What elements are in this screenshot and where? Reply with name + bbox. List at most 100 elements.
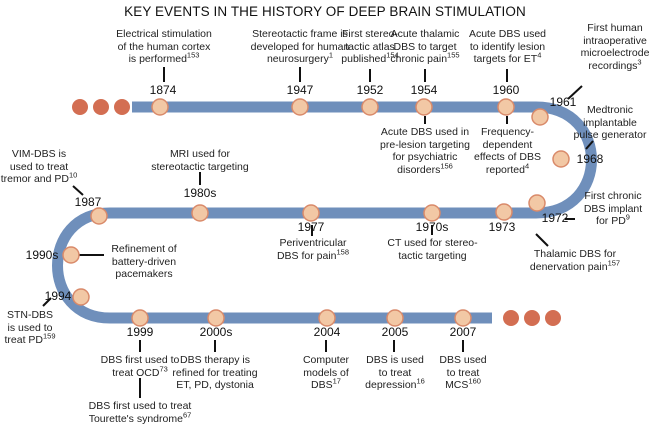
year-label: 1973 <box>488 220 516 234</box>
node-1980s <box>191 204 209 222</box>
event-text-line: CT used for stereo- <box>387 237 478 249</box>
event-text-line: intraoperative <box>583 34 647 47</box>
reference-superscript: 157 <box>607 258 621 267</box>
event-text-line: treat PD159 <box>4 331 56 346</box>
node-1994 <box>72 288 90 306</box>
reference-superscript: 17 <box>332 376 341 386</box>
year-label: 1980s <box>183 186 217 200</box>
reference-superscript: 16 <box>416 376 425 386</box>
ellipsis-dot <box>114 99 130 115</box>
node-1990s <box>62 246 80 264</box>
year-label: 1952 <box>356 83 384 97</box>
event-text-line: Acute thalamic <box>390 28 460 40</box>
event-text-line: models of <box>303 366 349 379</box>
event-text-line: developed for human <box>250 40 350 53</box>
reference-superscript: 3 <box>637 57 642 66</box>
event-text-line: neurosurgery1 <box>266 50 334 65</box>
node-1987 <box>90 207 108 225</box>
ellipsis-dot <box>545 310 561 326</box>
reference-superscript: 153 <box>186 50 200 60</box>
year-label: 1954 <box>410 83 438 97</box>
event-text-line: implantable <box>583 116 637 129</box>
reference-superscript: 1 <box>328 50 334 60</box>
event-text-line: MCS160 <box>445 376 481 391</box>
year-label: 1994 <box>44 289 72 303</box>
event-text-line: First human <box>587 22 643 34</box>
year-label: 1961 <box>549 95 577 109</box>
event-text-line: pre-lesion targeting <box>380 138 470 151</box>
event-text-line: effects of DBS <box>474 151 541 163</box>
event-text-line: stereotactic targeting <box>151 160 249 173</box>
event-text-line: is performed153 <box>128 50 200 65</box>
event-text-line: DBS for pain158 <box>276 247 350 262</box>
connector-1961 <box>567 85 583 100</box>
node-1968 <box>552 150 570 168</box>
event-text-line: Frequency- <box>480 126 535 138</box>
ellipsis-dot <box>72 99 88 115</box>
event-text-line: DBS therapy is <box>179 354 251 366</box>
event-text-line: Refinement of <box>111 243 177 255</box>
event-text-line: pulse generator <box>573 129 647 141</box>
event-text-line: reported4 <box>485 161 530 176</box>
ellipsis-dot <box>93 99 109 115</box>
event-text-line: to treat <box>446 366 480 379</box>
event-text-line: tactic targeting <box>398 249 467 262</box>
year-label: 1977 <box>297 220 325 234</box>
year-label: 1947 <box>286 83 314 97</box>
reference-superscript: 67 <box>182 410 192 419</box>
event-text-line: pacemakers <box>115 268 173 280</box>
reference-superscript: 158 <box>336 247 350 256</box>
timeline-track <box>52 101 597 324</box>
event-text-line: ET, PD, dystonia <box>176 379 254 391</box>
event-text-line: Electrical stimulation <box>116 28 212 40</box>
event-text-line: DBS first used to treat <box>88 400 192 412</box>
reference-superscript: 154 <box>386 50 399 60</box>
event-text-line: DBS implant <box>583 202 643 215</box>
event-text-line: dependent <box>482 138 533 151</box>
node-2000s <box>207 309 225 327</box>
year-label: 1968 <box>576 152 604 166</box>
year-label: 2007 <box>449 325 477 339</box>
event-text-line: is used to <box>7 321 53 334</box>
node-2007 <box>454 309 472 327</box>
reference-superscript: 4 <box>524 161 530 170</box>
reference-superscript: 10 <box>68 170 78 180</box>
event-text-line: published154 <box>341 50 399 65</box>
node-1972 <box>528 194 546 212</box>
reference-superscript: 73 <box>159 364 168 373</box>
year-label: 2005 <box>381 325 409 339</box>
event-text-line: Acute DBS used <box>468 28 547 40</box>
event-text-line: Medtronic <box>586 104 634 116</box>
reference-superscript: 159 <box>43 331 56 341</box>
reference-superscript: 155 <box>447 50 460 60</box>
event-text-line: Stereotactic frame is <box>252 28 348 40</box>
event-text-line: treat OCD73 <box>112 364 168 379</box>
event-text-line: battery-driven <box>111 255 177 268</box>
event-text-line: to treat <box>378 366 412 379</box>
reference-superscript: 156 <box>440 161 453 170</box>
node-1952 <box>361 98 379 116</box>
event-text-line: recordings3 <box>588 57 642 72</box>
event-text-line: Acute DBS used in <box>380 126 470 138</box>
node-1947 <box>291 98 309 116</box>
node-1874 <box>151 98 169 116</box>
event-text-line: Periventricular <box>279 237 347 249</box>
event-text-line: DBS to target <box>393 40 457 53</box>
event-text-line: used to treat <box>9 160 69 173</box>
year-label: 1970s <box>415 220 449 234</box>
event-text-line: First stereo- <box>341 28 398 40</box>
start-ellipsis <box>72 99 130 115</box>
